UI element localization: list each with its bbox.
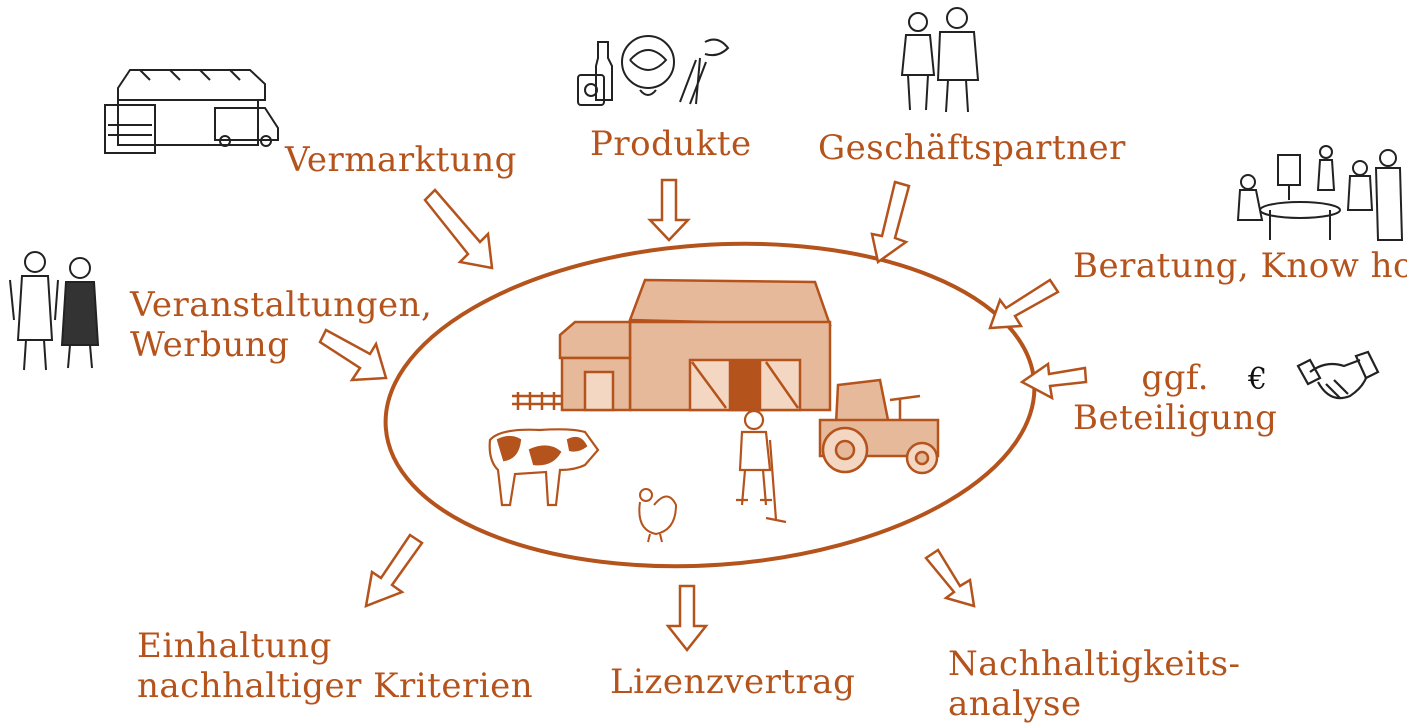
- business-partners-icon: [900, 7, 980, 113]
- arrow-vermarktung: [423, 188, 494, 270]
- farm-scene-icon: [488, 278, 940, 543]
- consulting-meeting-icon: [1236, 145, 1404, 241]
- label-vermarktung: Vermarktung: [285, 140, 517, 180]
- couple-icon: [9, 251, 100, 371]
- label-produkte: Produkte: [590, 124, 752, 164]
- label-geschaeftspartner: Geschäftspartner: [818, 128, 1126, 168]
- euro-icon: €: [1248, 362, 1268, 397]
- arrow-einhaltung: [364, 533, 424, 608]
- barn-icon: [512, 278, 832, 412]
- handshake-icon: [1296, 350, 1380, 400]
- label-beteiligung: ggf. Beteiligung: [1073, 358, 1278, 438]
- cow-icon: [488, 428, 600, 507]
- products-icon: [577, 35, 730, 106]
- chicken-icon: [638, 488, 678, 543]
- market-building-icon: [104, 69, 279, 154]
- label-veranstaltungen: Veranstaltungen, Werbung: [130, 285, 433, 365]
- farmer-icon: [736, 409, 787, 524]
- tractor-icon: [818, 378, 940, 475]
- arrow-beteiligung: [1019, 361, 1088, 401]
- label-beratung: Beratung, Know how: [1073, 246, 1407, 286]
- arrow-produkte: [647, 178, 691, 242]
- arrow-geschaeftspartner: [870, 180, 911, 265]
- arrow-veranstaltungen: [318, 328, 388, 382]
- label-nachhaltigkeit: Nachhaltigkeits- analyse: [948, 644, 1241, 724]
- arrow-lizenzvertrag: [665, 584, 709, 653]
- arrow-beratung: [988, 278, 1060, 330]
- arrow-nachhaltigkeit: [924, 548, 976, 608]
- label-einhaltung: Einhaltung nachhaltiger Kriterien: [137, 626, 534, 706]
- label-lizenzvertrag: Lizenzvertrag: [610, 662, 856, 702]
